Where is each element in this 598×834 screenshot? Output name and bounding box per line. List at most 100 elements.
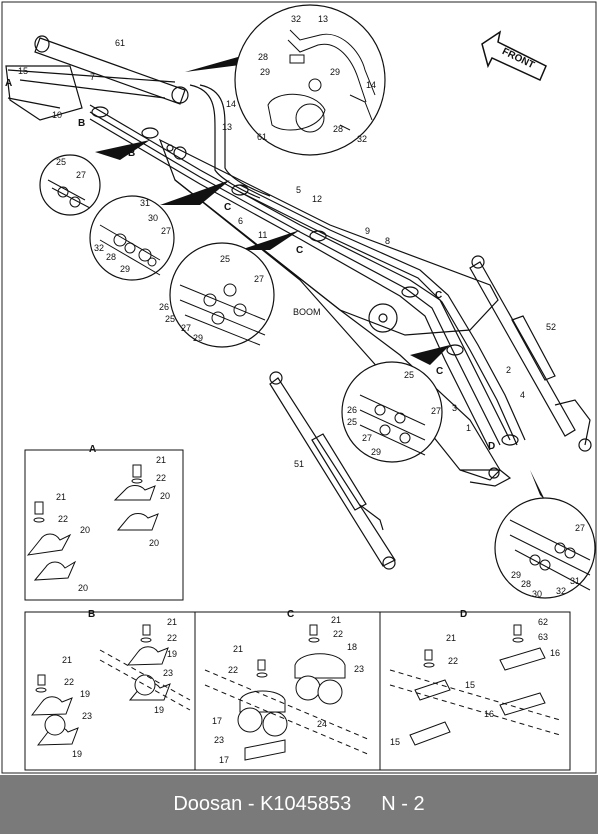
da-20a: 20 bbox=[80, 525, 90, 535]
dc-23a: 23 bbox=[354, 664, 364, 674]
ct-32b: 32 bbox=[357, 134, 367, 144]
c3-25: 25 bbox=[220, 254, 230, 264]
dc-22a: 22 bbox=[333, 629, 343, 639]
page-frame bbox=[1, 1, 597, 774]
callout-circles bbox=[39, 4, 596, 599]
dd-62: 62 bbox=[538, 617, 548, 627]
db-22a: 22 bbox=[64, 677, 74, 687]
detail-c-labels: C 21 22 18 23 21 22 17 24 23 17 bbox=[212, 609, 364, 765]
detail-b-artwork bbox=[30, 624, 191, 746]
c3-26: 26 bbox=[159, 302, 169, 312]
c4-25b: 25 bbox=[347, 417, 357, 427]
dc-24: 24 bbox=[317, 719, 327, 729]
label-d: D bbox=[488, 441, 495, 452]
label-10: 10 bbox=[52, 110, 62, 120]
label-52: 52 bbox=[546, 322, 556, 332]
c5-28: 28 bbox=[521, 579, 531, 589]
db-21a: 21 bbox=[62, 655, 72, 665]
c3-27b: 27 bbox=[181, 323, 191, 333]
ct-28b: 28 bbox=[333, 124, 343, 134]
dd-15b: 15 bbox=[390, 737, 400, 747]
detail-b-title: B bbox=[88, 609, 95, 620]
c2-30: 30 bbox=[148, 213, 158, 223]
label-5: 5 bbox=[296, 185, 301, 195]
dd-15a: 15 bbox=[465, 680, 475, 690]
da-22a: 22 bbox=[58, 514, 68, 524]
ct-61: 61 bbox=[257, 132, 267, 142]
label-c-4: C bbox=[436, 366, 443, 377]
c3-27: 27 bbox=[254, 274, 264, 284]
main-labels: 61 7 10 15 A B B 14 13 5 12 6 11 C C C C… bbox=[5, 38, 556, 469]
dd-21: 21 bbox=[446, 633, 456, 643]
label-2: 2 bbox=[506, 365, 511, 375]
callout-top-labels: 32 13 28 29 29 14 28 32 61 bbox=[257, 14, 376, 144]
dc-17b: 17 bbox=[219, 755, 229, 765]
c5-32: 32 bbox=[556, 586, 566, 596]
c4-27b: 27 bbox=[362, 433, 372, 443]
hydraulic-diagram: FRONT bbox=[1, 1, 597, 774]
label-c-2: C bbox=[296, 245, 303, 256]
page-number: N - 2 bbox=[381, 793, 425, 815]
dc-22b: 22 bbox=[228, 665, 238, 675]
c4-26: 26 bbox=[347, 405, 357, 415]
c5-30: 30 bbox=[532, 589, 542, 599]
boom-assembly bbox=[5, 35, 592, 570]
ct-28: 28 bbox=[258, 52, 268, 62]
callout-3-labels: 25 27 26 25 27 29 bbox=[159, 254, 264, 343]
c2-32: 32 bbox=[94, 243, 104, 253]
da-22b: 22 bbox=[156, 473, 166, 483]
dc-21a: 21 bbox=[331, 615, 341, 625]
callout-1-labels: 25 27 bbox=[56, 157, 86, 180]
detail-a-artwork bbox=[26, 464, 159, 581]
label-3: 3 bbox=[452, 403, 457, 413]
dc-17a: 17 bbox=[212, 716, 222, 726]
c4-25: 25 bbox=[404, 370, 414, 380]
db-19a: 19 bbox=[80, 689, 90, 699]
db-19c: 19 bbox=[167, 649, 177, 659]
detail-d-artwork bbox=[389, 624, 561, 746]
ct-32: 32 bbox=[291, 14, 301, 24]
label-11: 11 bbox=[258, 230, 267, 240]
label-b-1: B bbox=[78, 118, 85, 129]
dd-16b: 16 bbox=[484, 709, 494, 719]
da-20c: 20 bbox=[160, 491, 170, 501]
label-c-1: C bbox=[224, 202, 231, 213]
boom-label: BOOM bbox=[293, 307, 321, 317]
c2-27: 27 bbox=[161, 226, 171, 236]
db-19b: 19 bbox=[72, 749, 82, 759]
label-61: 61 bbox=[115, 38, 125, 48]
c2-31: 31 bbox=[140, 198, 150, 208]
ct-29a: 29 bbox=[260, 67, 270, 77]
callout-leaders bbox=[95, 55, 545, 500]
dc-23b: 23 bbox=[214, 735, 224, 745]
c1-25: 25 bbox=[56, 157, 66, 167]
detail-c-artwork bbox=[204, 624, 371, 761]
dc-21b: 21 bbox=[233, 644, 243, 654]
label-a: A bbox=[5, 78, 12, 89]
da-20b: 20 bbox=[78, 583, 88, 593]
c4-27: 27 bbox=[431, 406, 441, 416]
db-19d: 19 bbox=[154, 705, 164, 715]
db-22b: 22 bbox=[167, 633, 177, 643]
label-14: 14 bbox=[226, 99, 236, 109]
ct-13: 13 bbox=[318, 14, 328, 24]
label-c-3: C bbox=[435, 290, 442, 301]
c5-31: 31 bbox=[570, 576, 580, 586]
c5-29: 29 bbox=[511, 570, 521, 580]
db-23a: 23 bbox=[82, 711, 92, 721]
ct-29b: 29 bbox=[330, 67, 340, 77]
ct-14: 14 bbox=[366, 80, 376, 90]
db-23b: 23 bbox=[163, 668, 173, 678]
detail-d-labels: D 62 63 16 21 22 15 16 15 bbox=[390, 609, 560, 747]
callout-5-labels: 27 29 28 31 30 32 bbox=[511, 523, 585, 599]
detail-d-title: D bbox=[460, 609, 467, 620]
label-15: 15 bbox=[18, 66, 28, 76]
dd-22: 22 bbox=[448, 656, 458, 666]
label-1: 1 bbox=[466, 423, 471, 433]
label-6: 6 bbox=[238, 216, 243, 226]
label-9: 9 bbox=[365, 226, 370, 236]
da-20d: 20 bbox=[149, 538, 159, 548]
c4-29: 29 bbox=[371, 447, 381, 457]
dd-63: 63 bbox=[538, 632, 548, 642]
label-4: 4 bbox=[520, 390, 525, 400]
